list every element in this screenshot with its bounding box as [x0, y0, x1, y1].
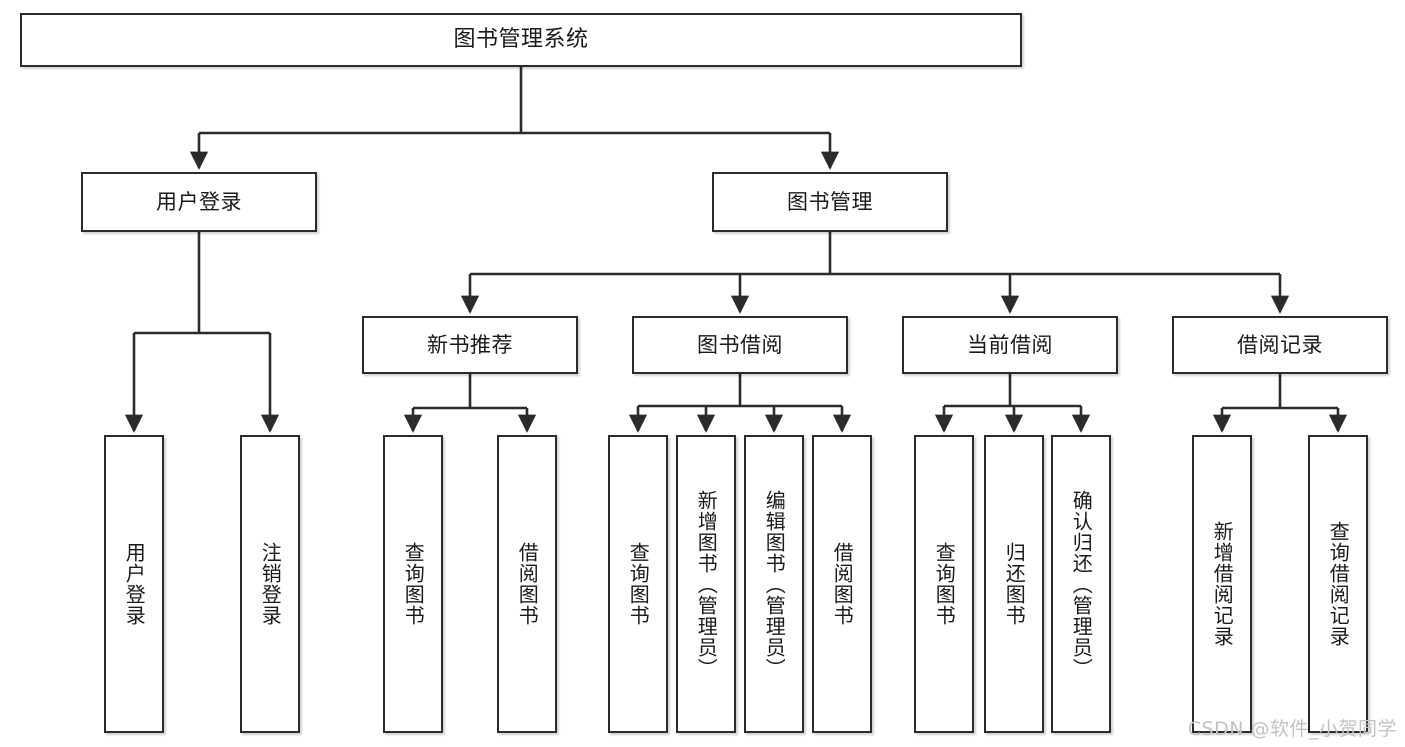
- leaf-current-borrow-3[interactable]: 确认归还（管理员）: [1051, 435, 1111, 733]
- leaf-book-borrow-1-label: 查询图书: [626, 542, 651, 626]
- leaf-new-book-1[interactable]: 查询图书: [383, 435, 443, 733]
- node-book-borrow-label: 图书借阅: [697, 332, 783, 357]
- leaf-book-borrow-3[interactable]: 编辑图书（管理员）: [744, 435, 804, 733]
- node-book-borrow[interactable]: 图书借阅: [632, 316, 848, 374]
- node-book-management[interactable]: 图书管理: [712, 172, 948, 232]
- leaf-book-borrow-2-label: 新增图书（管理员）: [694, 489, 719, 679]
- leaf-book-borrow-1[interactable]: 查询图书: [608, 435, 668, 733]
- leaf-book-borrow-2[interactable]: 新增图书（管理员）: [676, 435, 736, 733]
- leaf-user-login-2[interactable]: 注销登录: [240, 435, 300, 733]
- leaf-borrow-records-2-label: 查询借阅记录: [1326, 521, 1351, 647]
- leaf-borrow-records-1-label: 新增借阅记录: [1210, 521, 1235, 647]
- node-borrow-records[interactable]: 借阅记录: [1172, 316, 1388, 374]
- leaf-current-borrow-1-label: 查询图书: [932, 542, 957, 626]
- leaf-book-borrow-4[interactable]: 借阅图书: [812, 435, 872, 733]
- leaf-new-book-2-label: 借阅图书: [515, 542, 540, 626]
- node-book-management-label: 图书管理: [787, 189, 873, 214]
- leaf-borrow-records-2[interactable]: 查询借阅记录: [1308, 435, 1368, 733]
- node-user-login[interactable]: 用户登录: [81, 172, 317, 232]
- node-user-login-label: 用户登录: [156, 189, 242, 214]
- leaf-current-borrow-3-label: 确认归还（管理员）: [1069, 489, 1094, 679]
- leaf-current-borrow-1[interactable]: 查询图书: [914, 435, 974, 733]
- leaf-user-login-1[interactable]: 用户登录: [104, 435, 164, 733]
- node-borrow-records-label: 借阅记录: [1237, 332, 1323, 357]
- leaf-book-borrow-4-label: 借阅图书: [830, 542, 855, 626]
- leaf-borrow-records-1[interactable]: 新增借阅记录: [1192, 435, 1252, 733]
- leaf-new-book-1-label: 查询图书: [401, 542, 426, 626]
- leaf-new-book-2[interactable]: 借阅图书: [497, 435, 557, 733]
- node-root[interactable]: 图书管理系统: [20, 13, 1022, 67]
- leaf-book-borrow-3-label: 编辑图书（管理员）: [762, 489, 787, 679]
- leaf-current-borrow-2[interactable]: 归还图书: [984, 435, 1044, 733]
- leaf-current-borrow-2-label: 归还图书: [1002, 542, 1027, 626]
- node-current-borrow[interactable]: 当前借阅: [902, 316, 1118, 374]
- node-root-label: 图书管理系统: [453, 27, 589, 53]
- node-new-book-recommend[interactable]: 新书推荐: [362, 316, 578, 374]
- node-current-borrow-label: 当前借阅: [967, 332, 1053, 357]
- leaf-user-login-1-label: 用户登录: [122, 542, 147, 626]
- leaf-user-login-2-label: 注销登录: [258, 542, 283, 626]
- node-new-book-recommend-label: 新书推荐: [427, 332, 513, 357]
